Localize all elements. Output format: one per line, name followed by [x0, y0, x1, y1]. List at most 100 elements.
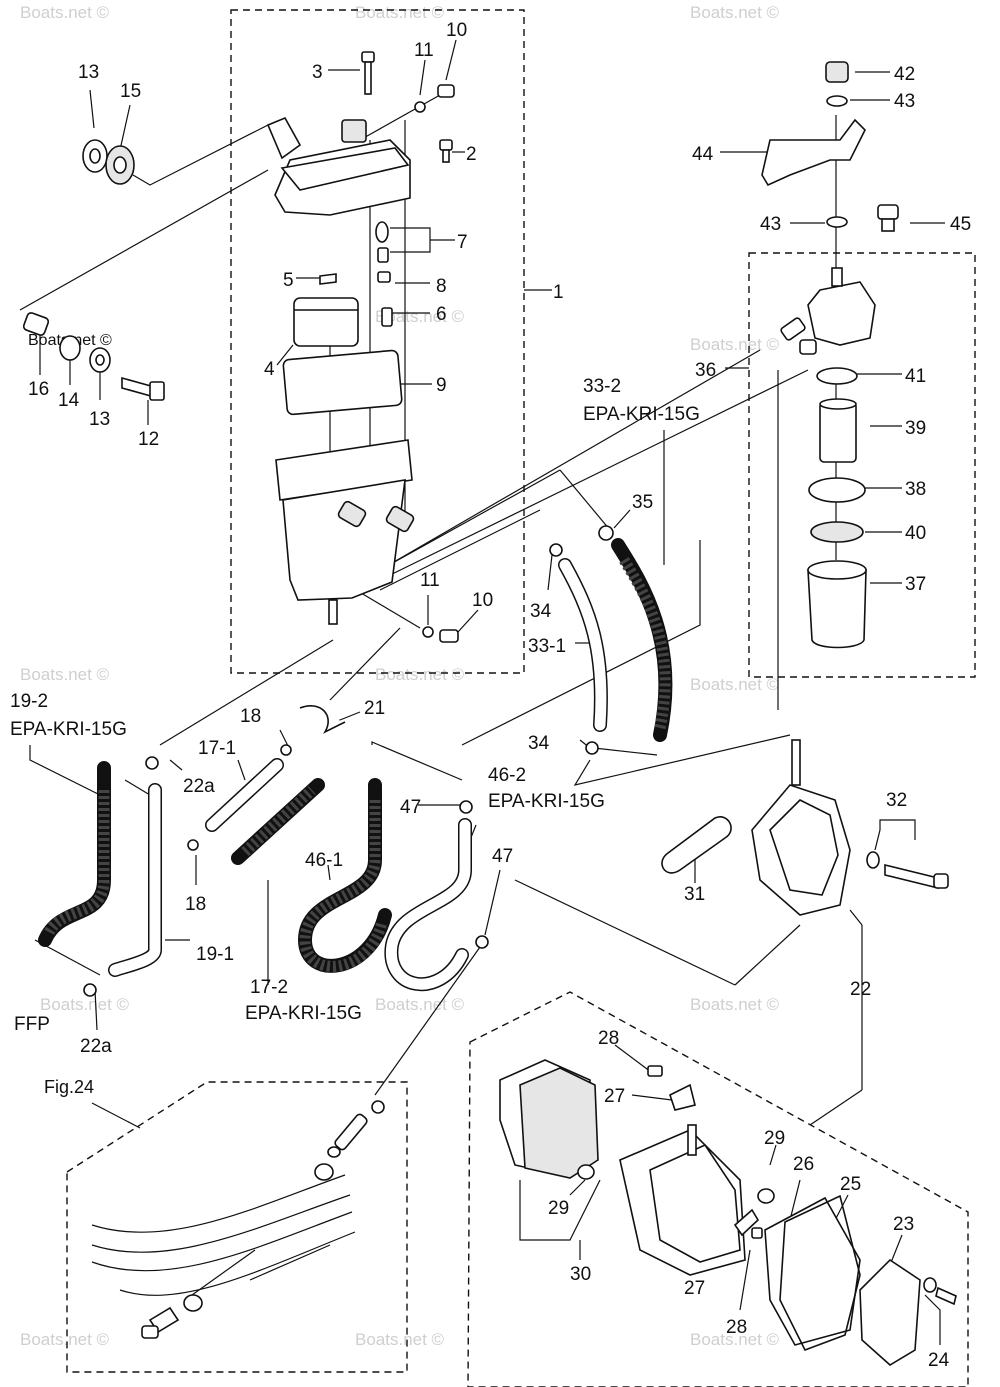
fig24-detail-parts	[91, 1100, 385, 1339]
callout-26: 26	[793, 1154, 814, 1175]
fig24-detail-frame	[66, 1081, 408, 1373]
callout-13-lower: 13	[89, 409, 110, 430]
float-chamber	[293, 297, 359, 347]
callout-29-right: 29	[764, 1128, 785, 1149]
fuel-pump	[751, 739, 851, 916]
callout-12: 12	[138, 429, 159, 450]
callout-47-left: 47	[400, 797, 421, 818]
vapor-separator-cover	[266, 116, 411, 216]
hose-clips	[83, 525, 614, 997]
watermark: Boats.net ©	[20, 3, 110, 22]
callout-2: 2	[466, 144, 477, 165]
callout-7: 7	[457, 232, 468, 253]
pump-spacer	[661, 816, 732, 874]
watermark: Boats.net ©	[20, 1330, 110, 1349]
hose-17-2-braided	[231, 778, 325, 865]
grommets-left	[22, 139, 165, 401]
callout-11-upper: 11	[414, 40, 434, 61]
watermark: Boats.net ©	[690, 1330, 780, 1349]
callout-19-1: 19-1	[196, 944, 234, 965]
watermark: Boats.net ©	[375, 665, 465, 684]
callout-13-upper: 13	[78, 62, 99, 83]
gasket	[282, 349, 403, 416]
callout-17-2: 17-2	[250, 977, 288, 998]
hose-33-1	[558, 558, 608, 732]
callout-28-lower: 28	[726, 1317, 747, 1338]
callout-3: 3	[312, 62, 323, 83]
hose-19-1	[108, 783, 162, 977]
callout-ffp: FFP	[14, 1014, 50, 1035]
callout-34-lower: 34	[528, 733, 550, 754]
callout-22a-lower: 22a	[80, 1036, 112, 1057]
callout-23: 23	[893, 1214, 914, 1235]
callout-19-2-spec: EPA-KRI-15G	[10, 719, 127, 740]
fig24-reference: Fig.24	[44, 1077, 94, 1097]
callout-29-left: 29	[548, 1198, 569, 1219]
callout-24: 24	[928, 1350, 950, 1371]
callout-31: 31	[684, 884, 705, 905]
watermark: Boats.net ©	[690, 995, 780, 1014]
callout-10-lower: 10	[472, 590, 493, 611]
callout-labels: 1 2 3 4 5 6 7 8 9 10 10 11 11 12 13 13 1…	[10, 20, 971, 1371]
watermark: Boats.net ©	[690, 335, 780, 354]
callout-34-upper: 34	[530, 601, 552, 622]
watermark: Boats.net ©	[690, 675, 780, 694]
callout-40: 40	[905, 523, 926, 544]
callout-42: 42	[894, 64, 915, 85]
separator-tank	[275, 439, 415, 625]
watermark: Boats.net ©	[40, 995, 130, 1014]
callout-33-2: 33-2	[583, 376, 621, 397]
callout-25: 25	[840, 1174, 861, 1195]
callout-30: 30	[570, 1264, 591, 1285]
callout-32: 32	[886, 790, 907, 811]
callout-18-lower: 18	[185, 894, 206, 915]
callout-44: 44	[692, 144, 714, 165]
callout-4: 4	[264, 359, 275, 380]
callout-10-upper: 10	[446, 20, 467, 41]
callout-28-upper: 28	[598, 1028, 619, 1049]
callout-21: 21	[364, 698, 385, 719]
callout-43-upper: 43	[894, 91, 915, 112]
callout-11-lower: 11	[420, 570, 440, 591]
callout-27-upper: 27	[604, 1086, 625, 1107]
callout-45: 45	[950, 214, 971, 235]
callout-41: 41	[905, 366, 926, 387]
hose-46-2	[384, 818, 472, 992]
watermark: Boats.net ©	[20, 665, 110, 684]
callout-33-2-spec: EPA-KRI-15G	[583, 404, 700, 425]
callout-8: 8	[436, 276, 447, 297]
callout-17-2-spec: EPA-KRI-15G	[245, 1003, 362, 1024]
callout-35: 35	[632, 492, 653, 513]
callout-17-1: 17-1	[198, 738, 236, 759]
callout-15: 15	[120, 81, 141, 102]
callout-5: 5	[283, 270, 294, 291]
callout-46-2: 46-2	[488, 765, 526, 786]
watermark-layer: Boats.net © Boats.net © Boats.net © Boat…	[20, 3, 780, 1349]
hose-17-1	[205, 758, 284, 832]
callout-38: 38	[905, 479, 926, 500]
callout-1: 1	[553, 282, 564, 303]
screws-and-washers	[319, 51, 459, 643]
callout-37: 37	[905, 574, 926, 595]
vapor-separator-group-frame	[230, 9, 525, 674]
callout-19-2: 19-2	[10, 691, 48, 712]
hose-46-1-braided	[297, 778, 392, 973]
callout-9: 9	[436, 375, 447, 396]
watermark: Boats.net ©	[690, 3, 780, 22]
fuel-pump-detail-frame	[467, 991, 969, 1387]
callout-14: 14	[58, 390, 80, 411]
callout-36: 36	[695, 360, 716, 381]
pump-bolt	[866, 851, 949, 890]
fuel-filter-assembly	[761, 61, 899, 649]
watermark: Boats.net ©	[375, 995, 465, 1014]
callout-46-2-spec: EPA-KRI-15G	[488, 791, 605, 812]
callout-22a-upper: 22a	[183, 776, 215, 797]
fuel-filter-group-frame	[748, 252, 976, 678]
callout-47-right: 47	[492, 846, 513, 867]
callout-43-lower: 43	[760, 214, 781, 235]
watermark: Boats.net ©	[375, 307, 465, 326]
hose-19-2-braided	[38, 761, 111, 947]
leader-lines	[19, 39, 945, 1345]
callout-6: 6	[436, 304, 447, 325]
